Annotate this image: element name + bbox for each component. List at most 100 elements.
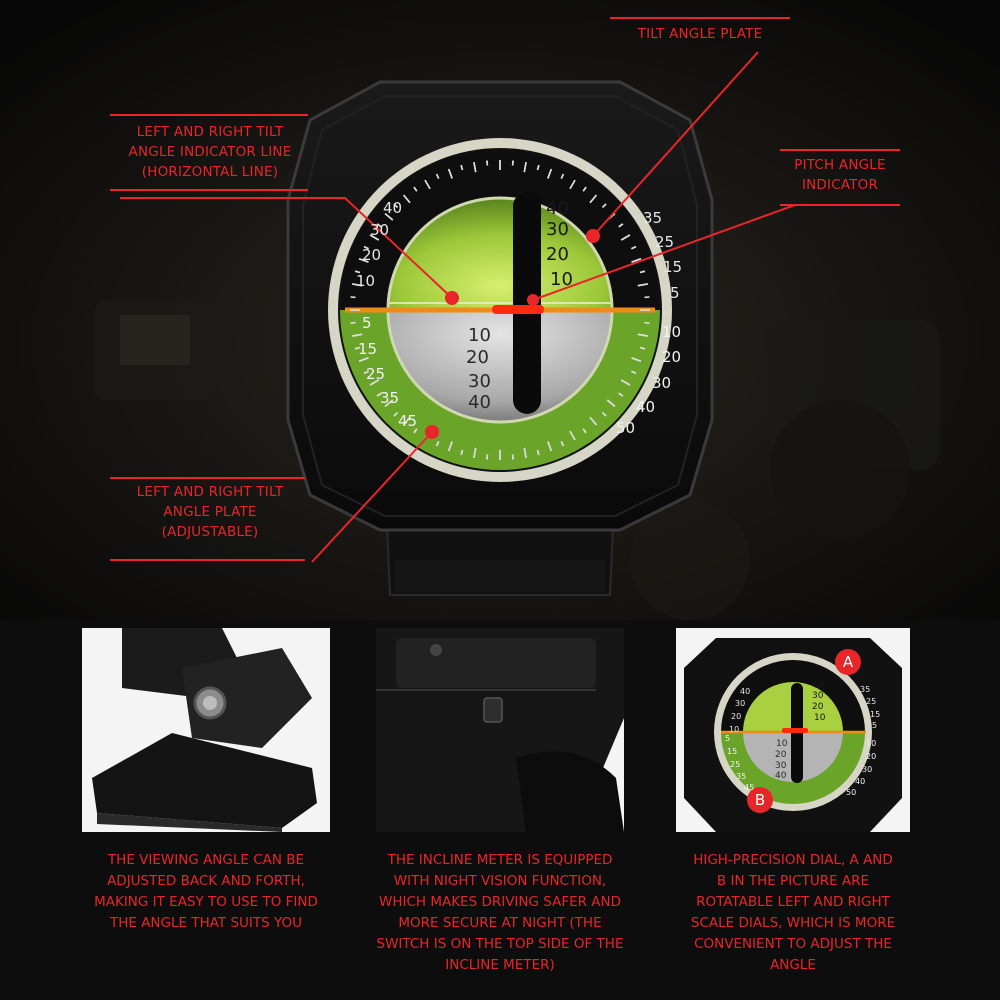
scale-tick [384, 399, 394, 408]
scale-tick [631, 370, 637, 375]
scale-tick [601, 411, 607, 417]
scale-tick [460, 449, 464, 456]
text-line: LEFT AND RIGHT TILT [136, 484, 284, 500]
text-line: SCALE DIALS, WHICH IS MORE [690, 915, 896, 931]
scale-tick [376, 392, 382, 397]
scale-tick [376, 223, 382, 228]
text-line: B IN THE PICTURE ARE [716, 873, 870, 889]
scale-tick [637, 283, 648, 287]
scale-label: 40 [383, 199, 403, 217]
scale-label: 10 [468, 325, 491, 346]
scale-tick [413, 428, 418, 434]
scale-label: 35 [643, 209, 663, 227]
scale-tick [569, 430, 576, 441]
scale-label: 30 [546, 219, 569, 240]
callout-tilt-angle-plate: TILT ANGLE PLATE [610, 24, 790, 44]
scale-label: 20 [466, 347, 489, 368]
scale-label: 25 [655, 233, 675, 251]
scale-label: 20 [362, 246, 382, 264]
scale-tick [473, 162, 477, 173]
scale-label: 45 [398, 412, 418, 430]
scale-tick [354, 346, 361, 350]
text-line: ANGLE INDICATOR LINE [128, 144, 292, 160]
scale-tick [601, 203, 607, 209]
scale-tick [447, 168, 453, 179]
scale-tick [618, 392, 624, 397]
scale-tick [363, 370, 369, 375]
scale-tick [384, 212, 394, 221]
scale-tick [589, 416, 598, 426]
scale-tick [363, 245, 369, 250]
text-line: WHICH MAKES DRIVING SAFER AND [378, 894, 622, 910]
scale-label: 15 [663, 258, 683, 276]
scale-tick [631, 257, 642, 263]
scale-tick [413, 186, 418, 192]
scale-label: 10 [662, 323, 682, 341]
scale-tick [352, 333, 363, 337]
text-line: THE ANGLE THAT SUITS YOU [109, 915, 303, 931]
scale-tick [369, 234, 380, 241]
marker-b: B [754, 791, 766, 809]
scale-tick [523, 447, 527, 458]
scale-label: 20 [662, 348, 682, 366]
scale-tick [620, 234, 631, 241]
scale-label: 30 [370, 221, 390, 239]
scale-tick [606, 399, 616, 408]
scale-tick [639, 270, 646, 274]
text-line: MAKING IT EASY TO USE TO FIND [94, 894, 318, 910]
scale-tick [547, 441, 553, 452]
scale-tick [352, 283, 363, 287]
text-line: MORE SECURE AT NIGHT (THE [398, 915, 602, 931]
scale-tick [523, 162, 527, 173]
text-line: PITCH ANGLE [794, 157, 886, 173]
scale-tick [547, 168, 553, 179]
scale-tick [358, 357, 369, 363]
text-line: INDICATOR [801, 177, 879, 193]
inclinometer-photo [0, 0, 1000, 620]
text-line: (ADJUSTABLE) [161, 524, 259, 540]
scale-tick [582, 186, 587, 192]
scale-tick [393, 203, 399, 209]
scale-tick [560, 173, 565, 179]
scale-label: 30 [652, 374, 672, 392]
scale-tick [620, 379, 631, 386]
scale-label: 25 [366, 365, 386, 383]
scale-tick [435, 173, 440, 179]
scale-tick [424, 179, 431, 190]
scale-tick [393, 411, 399, 417]
scale-label: 5 [670, 284, 680, 302]
text-line: INCLINE METER) [445, 957, 555, 973]
scale-tick [369, 379, 380, 386]
text-line: CONVENIENT TO ADJUST THE [694, 936, 892, 952]
callout-pitch-indicator: PITCH ANGLE INDICATOR [770, 155, 910, 195]
text-line: THE INCLINE METER IS EQUIPPED [387, 852, 613, 868]
scale-label: 50 [616, 419, 636, 437]
scale-tick [631, 245, 637, 250]
scale-tick [447, 441, 453, 452]
text-line: WITH NIGHT VISION FUNCTION, [393, 873, 607, 889]
scale-tick [358, 257, 369, 263]
scale-tick [582, 428, 587, 434]
text-line: LEFT AND RIGHT TILT [136, 124, 284, 140]
scale-tick [618, 223, 624, 228]
scale-tick [536, 449, 540, 456]
scale-label: 10 [550, 269, 573, 290]
scale-tick [536, 164, 540, 171]
scale-tick [354, 270, 361, 274]
scale-tick [631, 357, 642, 363]
scale-label: 30 [468, 371, 491, 392]
scale-tick [473, 447, 477, 458]
scale-label: 40 [546, 198, 569, 219]
scale-tick [402, 194, 411, 204]
text-line: ROTATABLE LEFT AND RIGHT [696, 894, 890, 910]
scale-tick [435, 441, 440, 447]
night-vision-photo [376, 628, 624, 832]
text-line: ANGLE [770, 957, 816, 973]
text-line: SWITCH IS ON THE TOP SIDE OF THE [376, 936, 624, 952]
